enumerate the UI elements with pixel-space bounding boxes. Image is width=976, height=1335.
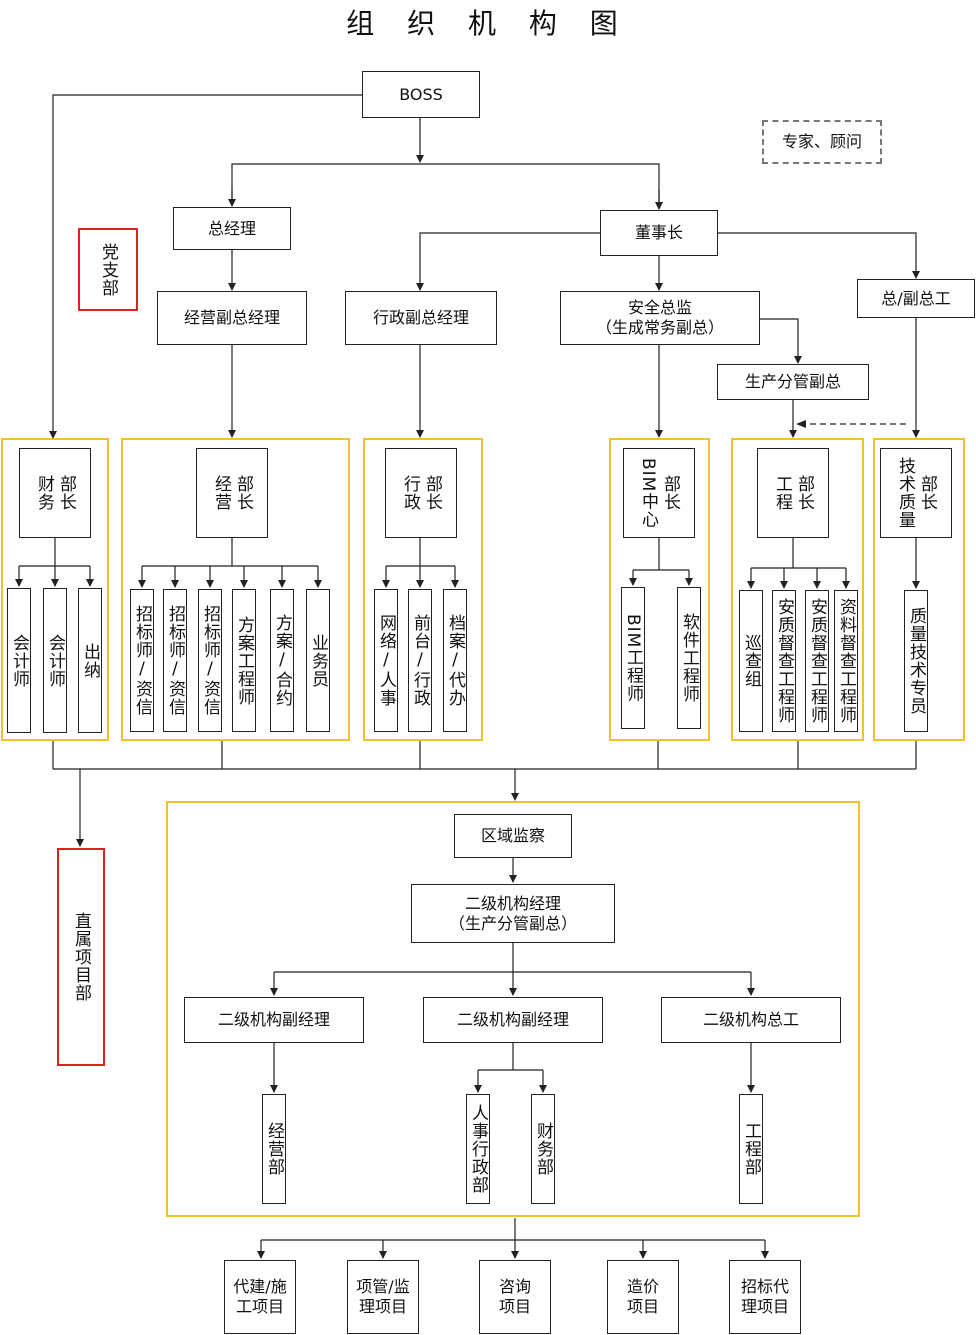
- regional-unit: 工程部: [739, 1094, 763, 1204]
- chief-engineer-box: 总/副总工: [857, 279, 975, 318]
- production-vp-box: 生产分管副总: [717, 364, 869, 400]
- finance-role: 出纳: [78, 588, 102, 733]
- regional-deputy-box: 二级机构副经理: [423, 997, 603, 1043]
- engineering-role: 巡查组: [739, 590, 763, 732]
- safety-director-box: 安全总监 （生成常务副总）: [560, 291, 760, 345]
- engineering-role: 资料督查工程师: [834, 590, 858, 732]
- business-dept-frame: [121, 438, 350, 741]
- chart-title: 组 织 机 构 图: [346, 7, 630, 40]
- quality-head-box: 技术质量 部长: [880, 448, 952, 538]
- project-type-box: 咨询 项目: [479, 1260, 551, 1334]
- bim-dept-frame: [609, 438, 710, 741]
- project-type-box: 代建/施 工项目: [224, 1260, 296, 1334]
- regional-manager-box: 二级机构经理 （生产分管副总）: [411, 884, 615, 943]
- finance-head-title: 部长: [56, 475, 76, 511]
- quality-head-name: 技术质量: [895, 457, 915, 529]
- engineering-role: 安质督查工程师: [805, 590, 829, 732]
- project-type-box: 造价 项目: [607, 1260, 679, 1334]
- general-manager-box: 总经理: [173, 207, 291, 250]
- finance-head-name: 财务: [34, 475, 54, 511]
- regional-chief-box: 二级机构总工: [661, 997, 841, 1043]
- project-type-box: 招标代 理项目: [729, 1260, 801, 1334]
- finance-role: 会计师: [7, 588, 31, 733]
- finance-head-box: 财务 部长: [19, 448, 91, 538]
- business-role: 招标师/资信: [198, 589, 222, 732]
- regional-unit: 经营部: [262, 1094, 286, 1204]
- admin-role: 档案/代办: [443, 589, 467, 732]
- bim-head-box: BIM中心 部长: [623, 448, 695, 538]
- party-branch-box: 党支部: [78, 228, 138, 311]
- business-head-name: 经营: [211, 475, 231, 511]
- finance-dept-frame: [1, 438, 109, 741]
- business-role: 招标师/资信: [163, 589, 187, 732]
- direct-projects-box: 直属项目部: [57, 848, 105, 1066]
- project-type-box: 项管/监 理项目: [347, 1260, 419, 1334]
- admin-role: 网络/人事: [374, 589, 398, 732]
- engineering-dept-frame: [731, 438, 864, 741]
- business-role: 方案工程师: [232, 589, 256, 732]
- bim-role: 软件工程师: [677, 587, 701, 729]
- admin-head-box: 行政 部长: [385, 448, 457, 538]
- admin-role: 前台/行政: [408, 589, 432, 732]
- admin-vp-box: 行政副总经理: [345, 291, 497, 345]
- finance-role: 会计师: [43, 588, 67, 733]
- business-role: 招标师/资信: [130, 589, 154, 732]
- business-role: 业务员: [306, 589, 330, 732]
- admin-head-title: 部长: [422, 475, 442, 511]
- engineering-role: 安质督查工程师: [772, 590, 796, 732]
- regional-deputy-box: 二级机构副经理: [184, 997, 364, 1043]
- engineering-head-name: 工程: [772, 475, 792, 511]
- quality-dept-frame: [873, 438, 965, 741]
- business-head-title: 部长: [233, 475, 253, 511]
- bim-role: BIM工程师: [621, 587, 645, 729]
- quality-head-title: 部长: [917, 475, 937, 511]
- engineering-head-box: 工程 部长: [757, 448, 829, 538]
- admin-head-name: 行政: [400, 475, 420, 511]
- chairman-box: 董事长: [600, 210, 718, 256]
- business-head-box: 经营 部长: [196, 448, 268, 538]
- regional-unit: 财务部: [531, 1094, 555, 1204]
- quality-role: 质量技术专员: [904, 590, 928, 732]
- regional-frame: [166, 801, 860, 1217]
- experts-box: 专家、顾问: [762, 120, 882, 164]
- boss-box: BOSS: [362, 71, 480, 118]
- admin-dept-frame: [363, 438, 483, 741]
- bim-head-name: BIM中心: [638, 457, 658, 529]
- bim-head-title: 部长: [660, 475, 680, 511]
- engineering-head-title: 部长: [794, 475, 814, 511]
- regional-inspection-box: 区域监察: [454, 814, 572, 858]
- regional-unit: 人事行政部: [466, 1094, 490, 1204]
- business-role: 方案/合约: [270, 589, 294, 732]
- business-vp-box: 经营副总经理: [157, 291, 307, 345]
